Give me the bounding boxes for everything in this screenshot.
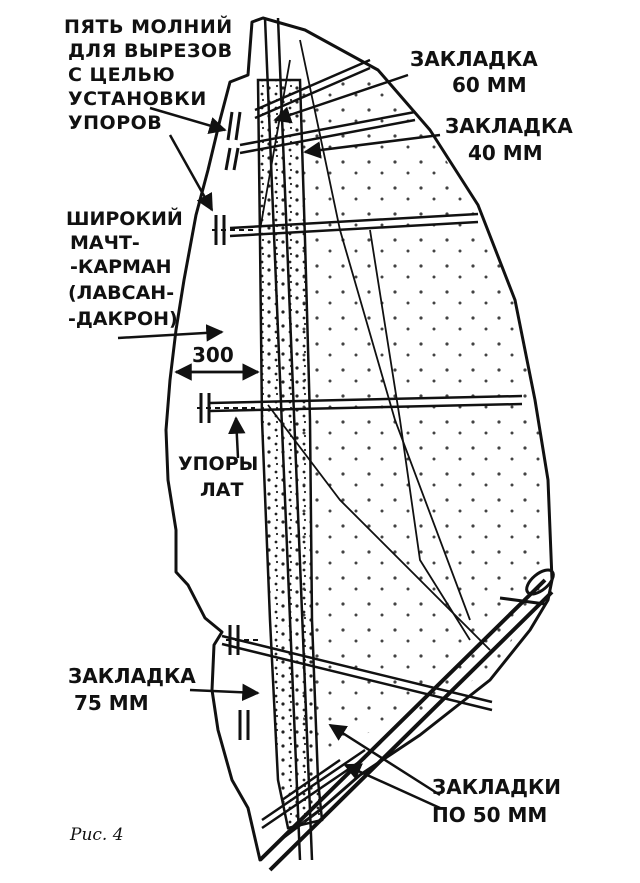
label-zippers: ПЯТЬ МОЛНИЙ ДЛЯ ВЫРЕЗОВ С ЦЕЛЬЮ УСТАНОВК… xyxy=(64,15,240,134)
label-mast-sleeve: ШИРОКИЙ МАЧТ- -КАРМАН (ЛАВСАН- -ДАКРОН) xyxy=(66,207,189,330)
seam-4 xyxy=(259,59,291,231)
boom-clew-end xyxy=(525,568,555,596)
label-tab-75: ЗАКЛАДКА 75 ММ xyxy=(68,664,203,715)
leader-arrows xyxy=(117,73,441,810)
seam-2 xyxy=(369,229,471,641)
figure-caption: Рис. 4 xyxy=(69,825,124,845)
label-tab-60: ЗАКЛАДКА 60 ММ xyxy=(410,47,545,97)
seam-3 xyxy=(267,404,491,651)
battens xyxy=(209,58,523,830)
boom-outhaul xyxy=(499,596,546,606)
mast-line-b xyxy=(276,17,314,861)
boom-upper xyxy=(258,578,547,862)
label-batten-stops: УПОРЫ ЛАТ xyxy=(178,453,265,501)
mast-line-a xyxy=(263,17,302,861)
seam-1 xyxy=(299,39,471,621)
boom-lower xyxy=(268,590,554,872)
zipper-dashes xyxy=(197,229,258,641)
label-tabs-50: ЗАКЛАДКИ ПО 50 ММ xyxy=(432,775,568,827)
sail-outline xyxy=(164,16,554,862)
label-dimension-300: 300 xyxy=(192,343,234,367)
label-tab-40: ЗАКЛАДКА 40 ММ xyxy=(445,114,580,165)
sail-panels-dots xyxy=(300,75,548,760)
